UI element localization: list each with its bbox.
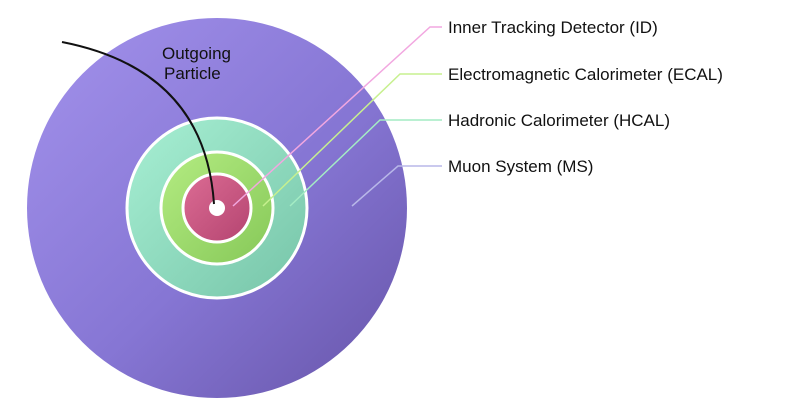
leader-line-id	[232, 26, 442, 207]
particle-label-line1: Outgoing	[162, 44, 231, 63]
label-muon-system: Muon System (MS)	[448, 157, 593, 176]
leader-line-hcal	[289, 119, 442, 207]
label-inner-tracking-detector: Inner Tracking Detector (ID)	[448, 18, 658, 37]
label-hadronic-calorimeter: Hadronic Calorimeter (HCAL)	[448, 111, 670, 130]
particle-label-line2: Particle	[164, 64, 221, 83]
particle-trajectory	[61, 41, 215, 205]
interaction-point	[209, 200, 225, 216]
leader-line-ecal	[262, 73, 442, 207]
label-electromagnetic-calorimeter: Electromagnetic Calorimeter (ECAL)	[448, 65, 723, 84]
leader-line-ms	[351, 165, 442, 207]
